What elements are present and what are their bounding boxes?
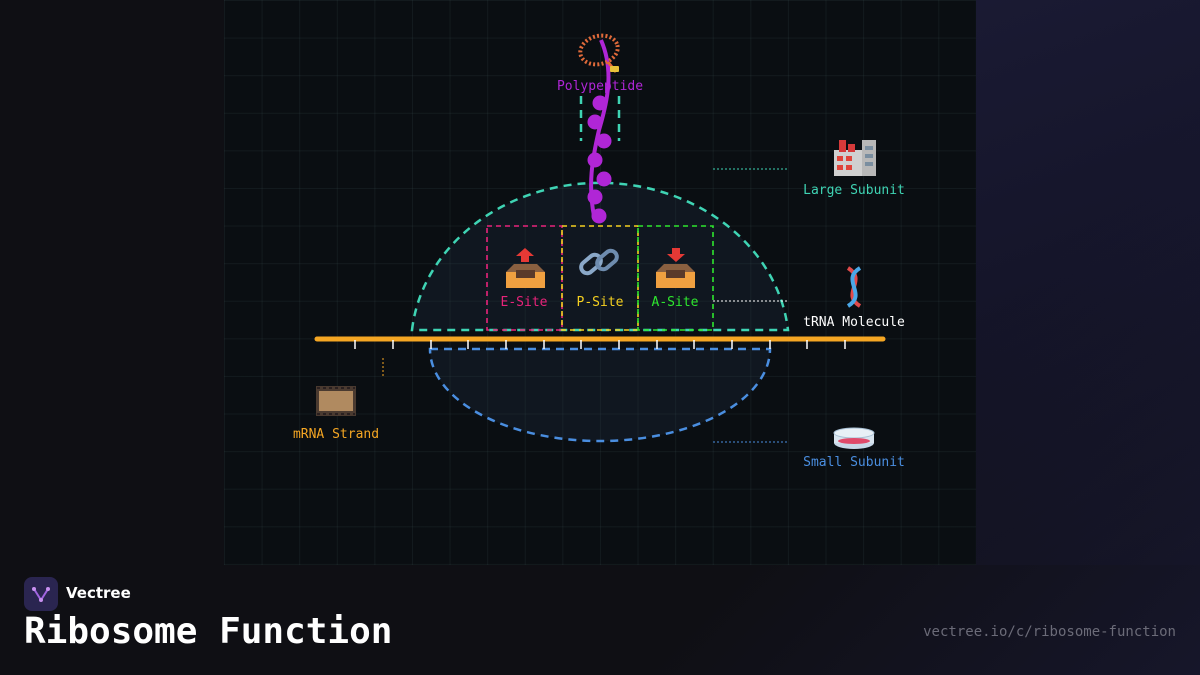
amino-acid [591,208,607,224]
a-site-label: A-Site [652,295,699,310]
outbox-tray-icon [506,248,545,288]
amino-acid [592,95,608,111]
a-site-box [637,225,714,331]
background-glow [976,0,1200,565]
polypeptide-chain [589,39,611,217]
ribosome-diagram: Polypeptide E-Site P-Site A-Site [293,33,905,470]
codon-ticks [354,340,846,349]
large-subunit-label: Large Subunit [803,183,905,198]
dna-icon [846,266,862,308]
footer: Vectree Ribosome Function vectree.io/c/r… [0,565,1200,675]
amino-acid [587,152,603,168]
mrna-label: mRNA Strand [293,427,379,442]
amino-acid [596,171,612,187]
e-site-label: E-Site [501,295,548,310]
page-url[interactable]: vectree.io/c/ribosome-function [923,624,1176,640]
small-subunit-shape [428,347,772,443]
p-site-label: P-Site [577,295,624,310]
link-icon [579,248,619,276]
amino-acid [587,114,603,130]
brand-name[interactable]: Vectree [66,584,131,602]
amino-acid [596,133,612,149]
diagram-canvas: Polypeptide E-Site P-Site A-Site [224,0,976,565]
film-frames-icon [316,386,356,416]
petri-dish-icon [833,427,875,449]
amino-acid [587,189,603,205]
trna-label: tRNA Molecule [803,315,905,330]
small-subunit-label: Small Subunit [803,455,905,470]
prayer-beads-icon [578,33,620,73]
factory-icon [834,140,876,176]
page-title: Ribosome Function [24,611,393,652]
inbox-tray-icon [656,248,695,288]
vectree-logo-icon[interactable] [24,577,58,611]
polypeptide-beads [587,95,612,224]
polypeptide-label: Polypeptide [557,79,643,94]
